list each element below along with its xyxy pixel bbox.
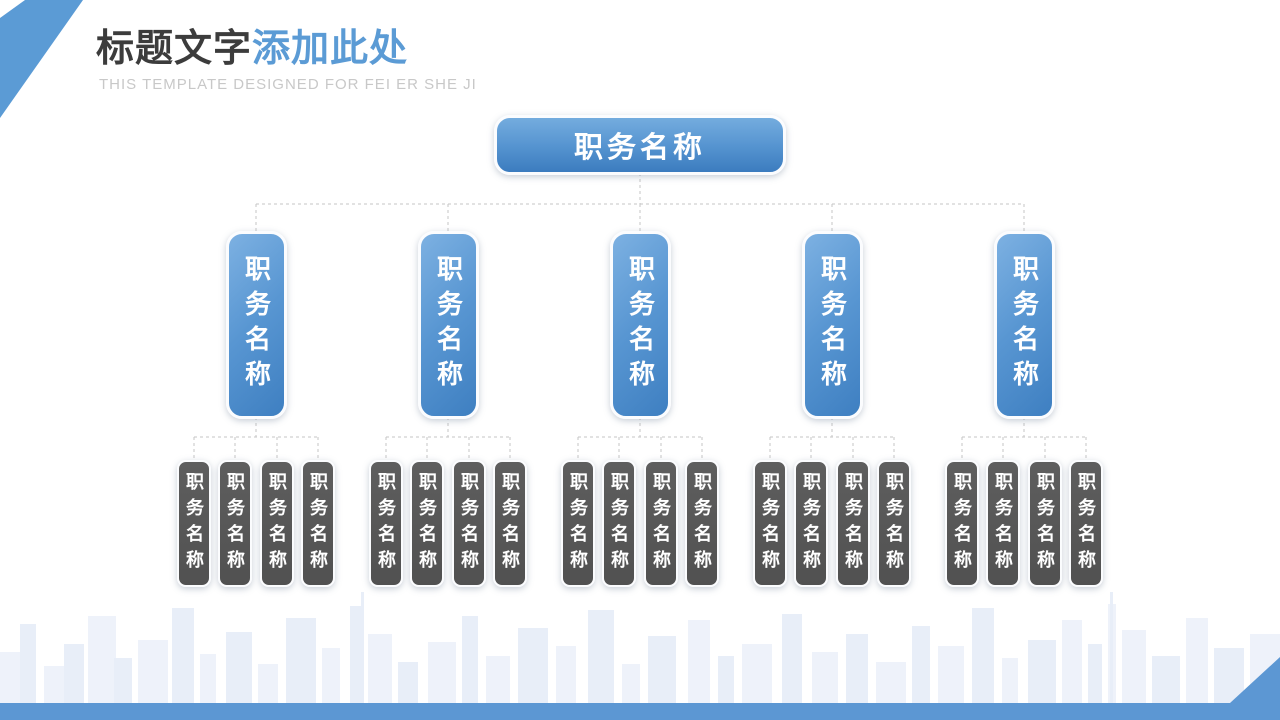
org-child-node[interactable]: 职务名称 [369, 460, 403, 587]
org-child-node[interactable]: 职务名称 [1069, 460, 1103, 587]
org-branch-node[interactable]: 职务名称 [418, 231, 479, 419]
org-branch-node[interactable]: 职务名称 [802, 231, 863, 419]
page-title-accent-part: 添加此处 [252, 28, 409, 70]
org-branch-label: 职务名称 [433, 255, 464, 395]
org-branch-label: 职务名称 [817, 255, 848, 395]
org-child-label: 职务名称 [1076, 471, 1096, 576]
footer-bar-graphic [0, 657, 1280, 720]
org-root-node[interactable]: 职务名称 [494, 115, 786, 175]
org-branch-label: 职务名称 [625, 255, 656, 395]
org-child-label: 职务名称 [417, 471, 437, 576]
page-subtitle: THIS TEMPLATE DESIGNED FOR FEI ER SHE JI [99, 76, 477, 93]
org-child-node[interactable]: 职务名称 [685, 460, 719, 587]
org-child-label: 职务名称 [760, 471, 780, 576]
org-child-label: 职务名称 [1035, 471, 1055, 576]
org-child-node[interactable]: 职务名称 [1028, 460, 1062, 587]
org-child-node[interactable]: 职务名称 [644, 460, 678, 587]
org-child-label: 职务名称 [267, 471, 287, 576]
org-child-label: 职务名称 [225, 471, 245, 576]
org-child-label: 职务名称 [609, 471, 629, 576]
corner-ribbon-graphic [0, 0, 83, 118]
org-child-node[interactable]: 职务名称 [753, 460, 787, 587]
org-child-label: 职务名称 [568, 471, 588, 576]
org-child-label: 职务名称 [459, 471, 479, 576]
org-child-label: 职务名称 [952, 471, 972, 576]
org-child-node[interactable]: 职务名称 [602, 460, 636, 587]
org-child-label: 职务名称 [308, 471, 328, 576]
org-child-label: 职务名称 [184, 471, 204, 576]
org-child-label: 职务名称 [651, 471, 671, 576]
org-child-node[interactable]: 职务名称 [794, 460, 828, 587]
org-branch-label: 职务名称 [1009, 255, 1040, 395]
org-child-node[interactable]: 职务名称 [260, 460, 294, 587]
org-child-label: 职务名称 [692, 471, 712, 576]
org-root-label: 职务名称 [573, 132, 706, 164]
org-child-node[interactable]: 职务名称 [410, 460, 444, 587]
org-child-node[interactable]: 职务名称 [452, 460, 486, 587]
org-child-label: 职务名称 [993, 471, 1013, 576]
org-child-node[interactable]: 职务名称 [986, 460, 1020, 587]
page-title-dark-part: 标题文字 [96, 28, 253, 70]
org-branch-label: 职务名称 [241, 255, 272, 395]
org-child-node[interactable]: 职务名称 [218, 460, 252, 587]
org-child-node[interactable]: 职务名称 [493, 460, 527, 587]
org-child-node[interactable]: 职务名称 [561, 460, 595, 587]
org-child-label: 职务名称 [843, 471, 863, 576]
org-child-label: 职务名称 [500, 471, 520, 576]
city-skyline-graphic [0, 592, 1280, 704]
org-branch-node[interactable]: 职务名称 [226, 231, 287, 419]
org-branch-node[interactable]: 职务名称 [994, 231, 1055, 419]
page-title: 标题文字添加此处 [96, 28, 408, 72]
org-child-node[interactable]: 职务名称 [301, 460, 335, 587]
org-child-node[interactable]: 职务名称 [945, 460, 979, 587]
org-child-label: 职务名称 [801, 471, 821, 576]
org-branch-node[interactable]: 职务名称 [610, 231, 671, 419]
org-child-label: 职务名称 [376, 471, 396, 576]
org-child-node[interactable]: 职务名称 [177, 460, 211, 587]
org-child-label: 职务名称 [884, 471, 904, 576]
org-child-node[interactable]: 职务名称 [836, 460, 870, 587]
org-child-node[interactable]: 职务名称 [877, 460, 911, 587]
